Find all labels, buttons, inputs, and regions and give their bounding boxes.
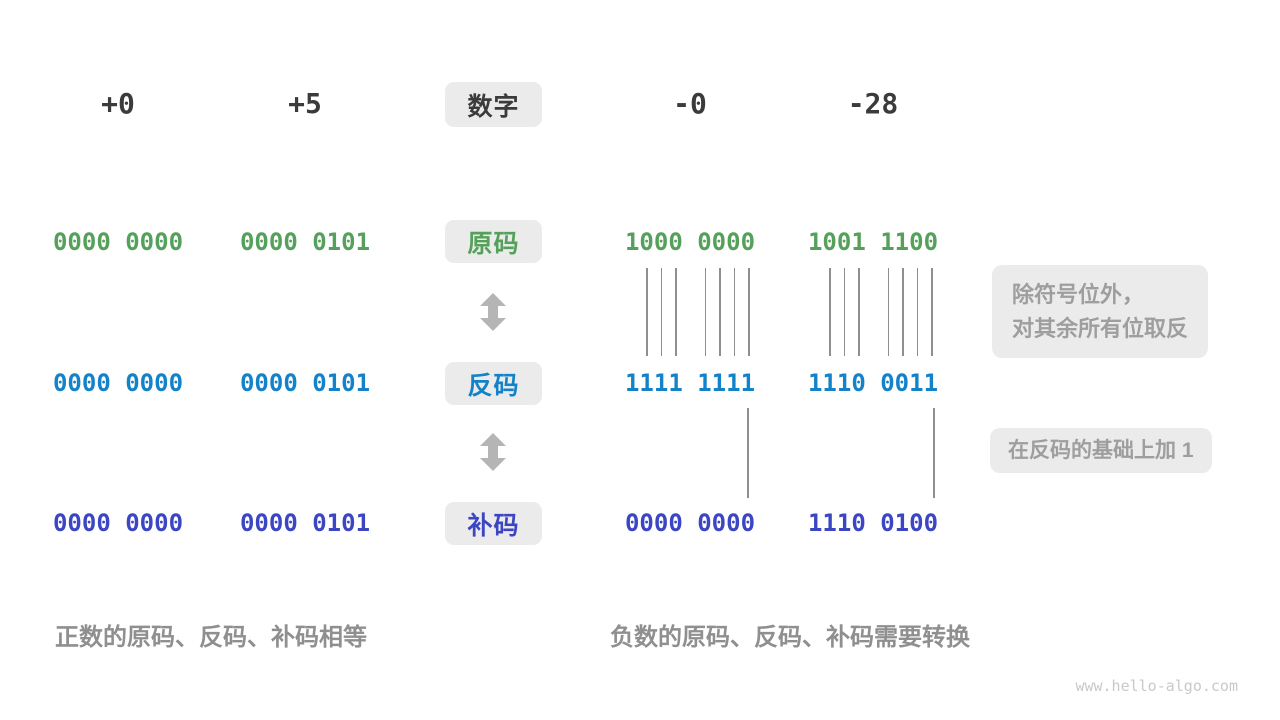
number-label-plus0: +0 (101, 87, 135, 120)
bit-flip-lines-minus0 (646, 268, 763, 356)
twos-complement-value-minus0: 0000 0000 (624, 509, 756, 537)
ones-complement-chip-label: 反码 (467, 371, 520, 400)
sign-magnitude-value-minus0: 1000 0000 (624, 228, 756, 256)
add-one-line-minus28 (933, 408, 935, 498)
twos-complement-value-minus28: 1110 0100 (807, 509, 939, 537)
ones-complement-chip: 反码 (445, 362, 542, 405)
header-chip-number-label: 数字 (467, 92, 520, 121)
caption-positive-numbers: 正数的原码、反码、补码相等 (55, 624, 367, 651)
updown-arrow-icon (480, 433, 506, 471)
updown-arrow-icon (480, 293, 506, 331)
ones-complement-value-plus5: 0000 0101 (239, 369, 371, 397)
caption-negative-numbers: 负数的原码、反码、补码需要转换 (610, 624, 970, 651)
sign-magnitude-value-plus0: 0000 0000 (52, 228, 184, 256)
ones-complement-value-minus0: 1111 1111 (624, 369, 756, 397)
bit-flip-lines-minus28 (829, 268, 946, 356)
ones-complement-value-minus28: 1110 0011 (807, 369, 939, 397)
twos-complement-chip: 补码 (445, 502, 542, 545)
number-label-plus5: +5 (288, 87, 322, 120)
sign-magnitude-chip: 原码 (445, 220, 542, 263)
twos-complement-chip-label: 补码 (467, 511, 520, 540)
sign-magnitude-value-minus28: 1001 1100 (807, 228, 939, 256)
twos-complement-value-plus0: 0000 0000 (52, 509, 184, 537)
number-label-minus28: -28 (847, 87, 899, 120)
header-chip-number: 数字 (445, 82, 542, 127)
twos-complement-value-plus5: 0000 0101 (239, 509, 371, 537)
sign-magnitude-value-plus5: 0000 0101 (239, 228, 371, 256)
sign-magnitude-chip-label: 原码 (467, 229, 520, 258)
number-label-minus0: -0 (673, 87, 707, 120)
note-add-one: 在反码的基础上加 1 (990, 428, 1212, 473)
watermark: www.hello-algo.com (1075, 677, 1238, 695)
note-flip-bits: 除符号位外， 对其余所有位取反 (992, 265, 1209, 358)
add-one-line-minus0 (747, 408, 749, 498)
ones-complement-value-plus0: 0000 0000 (52, 369, 184, 397)
